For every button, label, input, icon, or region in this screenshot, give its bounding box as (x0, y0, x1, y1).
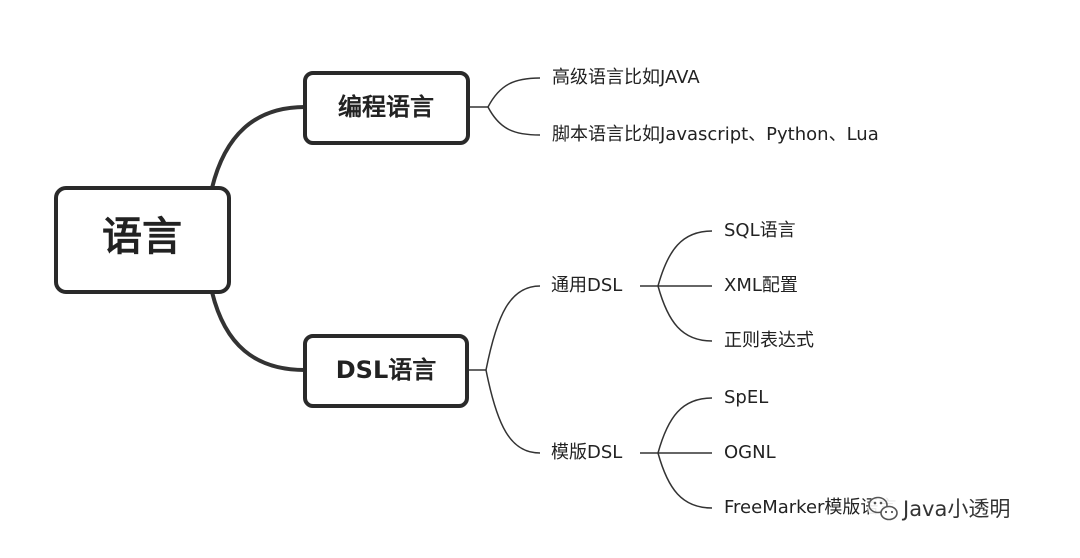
connector-root-programming (210, 105, 306, 189)
connector-template-freemarker (657, 452, 713, 509)
dsl-languages-label: DSL语言 (336, 356, 437, 384)
leaf-high-level-java[interactable]: 高级语言比如JAVA (552, 67, 700, 88)
programming-languages-label: 编程语言 (338, 93, 434, 121)
connector-programming-script (487, 106, 541, 136)
root-label: 语言 (102, 214, 182, 260)
connector-dsl-general (485, 285, 541, 371)
node-dsl-languages[interactable]: DSL语言 (303, 334, 469, 408)
connector-root-dsl (210, 291, 306, 372)
connector-general-sql (657, 230, 713, 287)
connector-template-spel (657, 397, 713, 454)
leaf-scripting-languages[interactable]: 脚本语言比如Javascript、Python、Lua (552, 124, 879, 145)
wechat-icon (868, 493, 898, 523)
root-node[interactable]: 语言 (54, 186, 231, 294)
watermark: Java小透明 (868, 493, 1010, 523)
node-template-dsl[interactable]: 模版DSL (551, 442, 622, 463)
connector-dsl-template (485, 369, 541, 454)
leaf-spel[interactable]: SpEL (724, 387, 768, 408)
leaf-regex[interactable]: 正则表达式 (724, 330, 814, 351)
connector-programming-java (487, 77, 541, 108)
leaf-xml-config[interactable]: XML配置 (724, 275, 798, 296)
leaf-freemarker[interactable]: FreeMarker模版语言 (724, 497, 896, 518)
node-programming-languages[interactable]: 编程语言 (303, 71, 470, 145)
watermark-text: Java小透明 (901, 497, 1010, 521)
leaf-ognl[interactable]: OGNL (724, 442, 776, 463)
connector-general-regex (657, 285, 713, 342)
node-general-dsl[interactable]: 通用DSL (551, 275, 622, 296)
leaf-sql[interactable]: SQL语言 (724, 220, 796, 241)
